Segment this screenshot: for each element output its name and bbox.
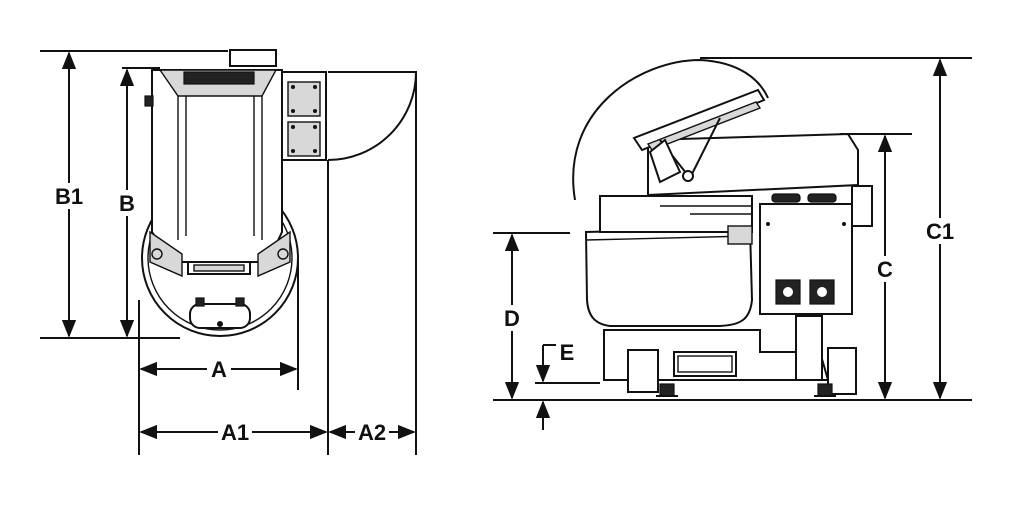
label-d: D	[504, 306, 520, 331]
bracket-left	[149, 230, 183, 278]
screw-icon	[291, 85, 295, 89]
label-c1: C1	[926, 219, 954, 244]
label-bg-a	[207, 356, 231, 382]
vent-left	[771, 193, 801, 203]
lid-hinge	[682, 170, 694, 182]
bowl-clamp	[727, 225, 753, 245]
door-swing-arc	[327, 71, 418, 161]
mixing-bowl	[584, 226, 754, 327]
screw-icon	[766, 222, 770, 226]
foot-left	[659, 383, 675, 397]
screw-icon	[291, 149, 295, 153]
raised-lid	[632, 88, 766, 152]
hinge-bracket	[648, 138, 682, 184]
control-column	[759, 203, 853, 315]
bowl-rim-line	[585, 235, 751, 241]
label-bg-a1	[218, 419, 252, 445]
screw-icon	[313, 85, 317, 89]
label-bg-b1	[52, 183, 86, 209]
screw-icon	[291, 109, 295, 113]
rear-panel	[795, 315, 823, 381]
mixer-side-view-drawing	[572, 58, 873, 397]
button-face	[783, 287, 793, 297]
label-bg-a2	[355, 419, 389, 445]
caster-right	[277, 248, 289, 260]
label-bg-d	[500, 305, 524, 331]
foot-right	[817, 383, 833, 397]
label-b: B	[119, 191, 135, 216]
label-a2: A2	[358, 420, 386, 445]
top-view: B1 B A A1 A2	[40, 49, 418, 455]
rear-foot-housing	[827, 347, 857, 395]
label-a: A	[211, 357, 227, 382]
head-top-tab	[229, 49, 277, 67]
side-knob	[144, 95, 154, 107]
button-face	[817, 287, 827, 297]
head-housing	[647, 132, 859, 197]
lid-swing-arc	[572, 58, 769, 201]
front-foot-housing	[627, 349, 659, 393]
raised-lid-edge	[646, 101, 762, 151]
label-c: C	[877, 257, 893, 282]
side-view: C1 C D E	[493, 57, 972, 430]
label-b1: B1	[55, 184, 83, 209]
label-bg-b	[116, 190, 138, 216]
screw-icon	[313, 109, 317, 113]
bracket-right	[257, 230, 291, 278]
screw-icon	[313, 125, 317, 129]
label-bg-c	[873, 256, 897, 282]
handle-pin	[217, 321, 223, 327]
side-switch-box	[851, 185, 873, 227]
label-e: E	[560, 340, 575, 365]
screw-icon	[842, 222, 846, 226]
screw-icon	[291, 125, 295, 129]
label-a1: A1	[221, 420, 249, 445]
base-panel-inner	[677, 355, 733, 373]
caster-left	[151, 248, 163, 260]
head-top-grille	[183, 71, 255, 85]
handle-clip-right	[235, 297, 245, 307]
label-bg-c1	[921, 218, 959, 244]
bowl-handle	[189, 303, 251, 329]
screw-icon	[313, 149, 317, 153]
handle-clip-left	[195, 297, 205, 307]
mixer-top-view-drawing	[141, 49, 418, 337]
vent-right	[807, 193, 837, 203]
lid-arm	[689, 117, 721, 179]
front-plate-slot	[193, 264, 245, 272]
